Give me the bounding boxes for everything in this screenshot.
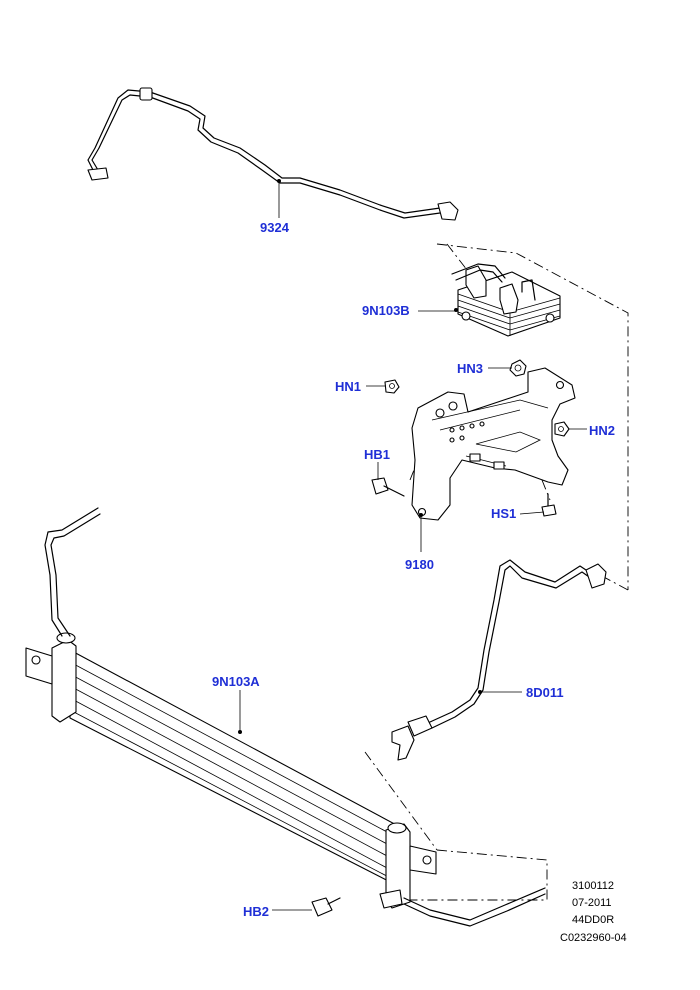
label-HN2[interactable]: HN2 xyxy=(589,423,615,438)
bolt-HB1[interactable] xyxy=(371,477,405,497)
reference-block: 3100112 07-2011 44DD0R C0232960-04 xyxy=(560,880,627,944)
label-HN3[interactable]: HN3 xyxy=(457,361,483,376)
label-9180[interactable]: 9180 xyxy=(405,557,434,572)
label-8D011[interactable]: 8D011 xyxy=(526,685,564,700)
nut-HN2[interactable] xyxy=(554,421,570,437)
reference-line-3: 44DD0R xyxy=(572,914,614,926)
label-HB2[interactable]: HB2 xyxy=(243,904,269,919)
reference-line-4: C0232960-04 xyxy=(560,932,627,944)
nut-HN3[interactable] xyxy=(509,359,527,377)
nut-HN1[interactable] xyxy=(384,379,400,394)
bracket-9180[interactable] xyxy=(411,367,576,521)
leader-lines xyxy=(239,181,587,911)
label-9N103B[interactable]: 9N103B xyxy=(362,303,410,318)
label-9324[interactable]: 9324 xyxy=(260,220,290,235)
reference-line-1: 3100112 xyxy=(572,880,614,892)
reference-line-2: 07-2011 xyxy=(572,897,612,909)
oil-cooler-9N103A[interactable] xyxy=(25,507,546,927)
oil-cooler-9N103B[interactable] xyxy=(451,263,561,337)
label-9N103A[interactable]: 9N103A xyxy=(212,674,260,689)
label-HN1[interactable]: HN1 xyxy=(335,379,361,394)
bolt-HS1[interactable] xyxy=(541,493,557,517)
part-labels: 9324 9N103B HN3 HN1 HN2 HB1 HS1 9180 9N1… xyxy=(212,220,615,919)
label-HS1[interactable]: HS1 xyxy=(491,506,516,521)
pipe-9324[interactable] xyxy=(87,87,459,221)
bolt-HB2[interactable] xyxy=(311,897,341,917)
pipe-8D011[interactable] xyxy=(391,559,607,761)
label-HB1[interactable]: HB1 xyxy=(364,447,390,462)
